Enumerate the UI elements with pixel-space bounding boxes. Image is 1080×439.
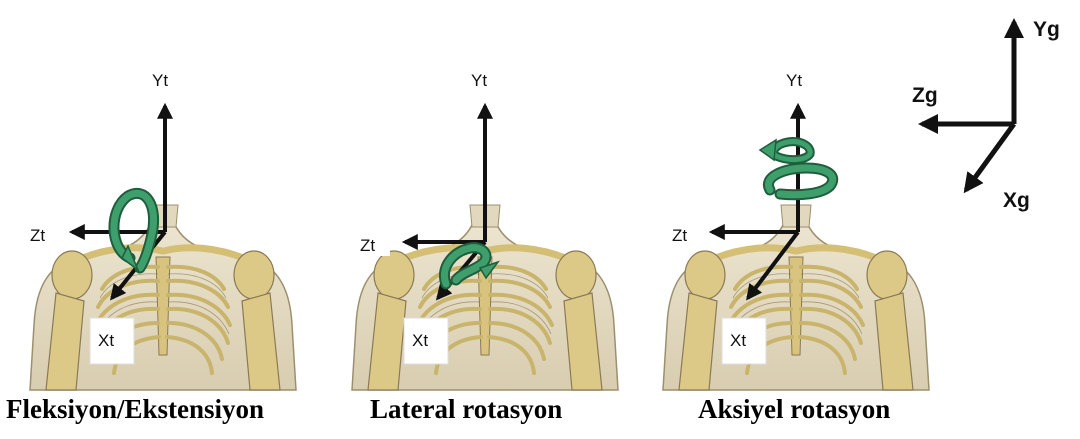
caption-lateral: Lateral rotasyon [370,396,562,423]
zt-label: Zt [360,236,375,255]
xt-label: Xt [412,331,428,350]
global-axes: Yg Zg Xg [912,18,1060,212]
yt-label: Yt [786,71,802,90]
panel-flexion: Yt Zt Xt [26,71,296,390]
yt-label: Yt [152,71,168,90]
xg-label: Xg [1003,189,1030,212]
zg-label: Zg [912,84,938,107]
panel-axial: Yt Zt Xt [663,71,929,390]
zt-label: Zt [30,226,45,245]
yg-label: Yg [1033,18,1060,41]
yt-label: Yt [471,71,487,90]
xg-axis-arrow [966,124,1014,190]
zt-label: Zt [672,226,687,245]
caption-axial: Aksiyel rotasyon [698,396,890,423]
caption-flexion: Fleksiyon/Ekstensiyon [6,396,264,423]
panel-lateral: Yt Zt Xt [352,71,618,390]
xt-label: Xt [730,331,746,350]
xt-label: Xt [98,331,114,350]
